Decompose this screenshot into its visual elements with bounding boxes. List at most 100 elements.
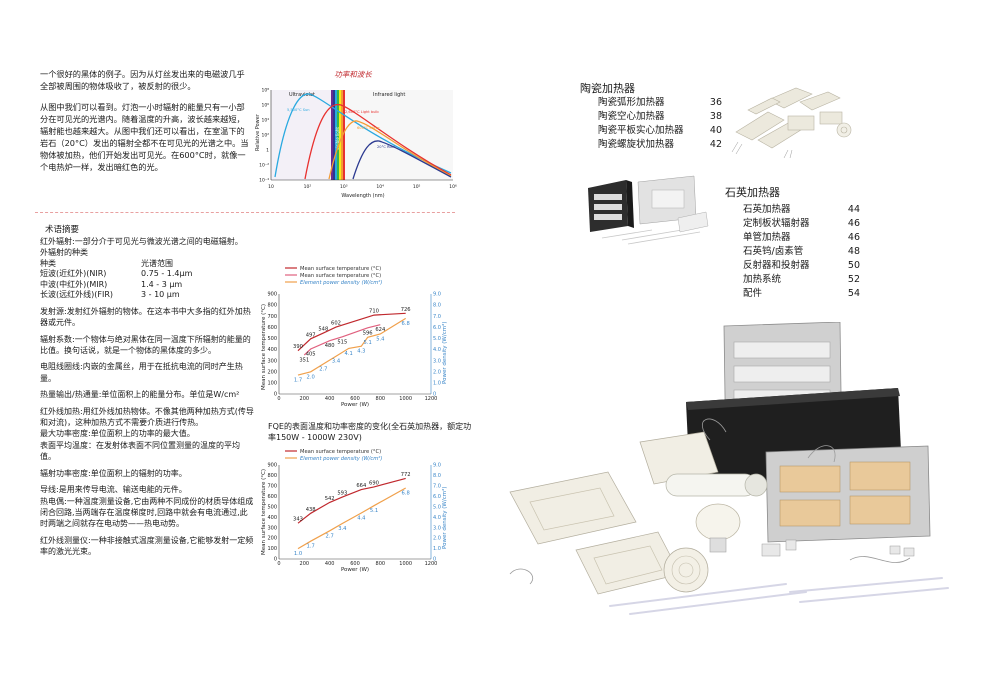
y2-tick-label: 9.0 xyxy=(433,292,441,298)
term-ir-thermometer: 红外线测量仪:一种非接触式温度测量设备,它能够发射一定频率的激光光束。 xyxy=(40,535,254,557)
legend-label: Mean surface temperature (°C) xyxy=(300,266,381,272)
y2-tick-label: 1.0 xyxy=(433,380,441,386)
spectrum-uv-band xyxy=(271,90,331,180)
y-tick-label: 0 xyxy=(274,392,277,398)
legend-label: Element power density (W/cm²) xyxy=(300,280,382,286)
item-name: 配件 xyxy=(743,288,763,299)
quartz-title: 石英加热器 xyxy=(725,186,780,199)
data-label: 5.4 xyxy=(376,337,385,343)
item-page: 40 xyxy=(709,125,722,136)
term-resistance: 电阻线圈线:内嵌的金属丝，用于在抵抗电流的同时产生热量。 xyxy=(40,362,243,383)
spectrum-x-tick: 10 xyxy=(268,184,274,190)
list-item[interactable]: 石英加热器 44 xyxy=(743,203,860,217)
data-label: 3.4 xyxy=(338,526,347,532)
item-name: 陶瓷平板实心加热器 xyxy=(598,125,684,136)
data-label: 480 xyxy=(325,343,335,349)
table-row: 短波(近红外)(NIR) 0.75 - 1.4μm xyxy=(40,269,192,280)
term-radiant-density: 辐射功率密度:单位面积上的辐射的功率。 xyxy=(40,468,187,478)
list-item[interactable]: 反射器和投射器 50 xyxy=(743,259,860,273)
data-label: 4.4 xyxy=(357,516,366,522)
item-page: 44 xyxy=(847,204,860,215)
y2-tick-label: 6.0 xyxy=(433,494,441,500)
item-name: 陶瓷空心加热器 xyxy=(598,111,665,122)
y-tick-label: 800 xyxy=(267,473,277,479)
item-page: 50 xyxy=(847,260,860,271)
data-label: 772 xyxy=(401,472,411,478)
y2-tick-label: 8.0 xyxy=(433,303,441,309)
x-tick-label: 0 xyxy=(277,396,280,402)
region-uv-label: Ultraviolet xyxy=(289,92,315,98)
spectrum-y-tick: 10⁻⁴ xyxy=(259,178,269,184)
list-item[interactable]: 陶瓷平板实心加热器 40 xyxy=(598,124,722,138)
data-label: 690 xyxy=(369,480,379,486)
item-page: 52 xyxy=(847,274,860,285)
y2-tick-label: 2.0 xyxy=(433,536,441,542)
spectrum-y-tick: 1 xyxy=(266,148,269,154)
table-row: 长波(远红外线)(FIR) 3 - 10 μm xyxy=(40,290,192,301)
y-tick-label: 900 xyxy=(267,292,277,298)
data-label: 3.4 xyxy=(332,359,341,365)
data-label: 2.7 xyxy=(319,367,327,373)
series-line xyxy=(297,487,406,550)
intro-paragraph-1: 一个很好的黑体的例子。因为从灯丝发出来的电磁波几乎全部被周围的物体吸收了，被反射… xyxy=(40,69,245,91)
types-title: 外辐射的种类 xyxy=(40,248,88,258)
data-label: 390 xyxy=(293,344,303,350)
spectrum-ylabel: Relative Power xyxy=(255,113,261,151)
series-line xyxy=(297,477,406,524)
table-row: 中波(中红外)(MIR) 1.4 - 3 μm xyxy=(40,280,192,291)
stove-label: 600°C Stove xyxy=(357,126,380,130)
data-label: 664 xyxy=(356,483,367,489)
x-tick-label: 400 xyxy=(325,396,335,402)
legend-label: Mean surface temperature (°C) xyxy=(300,273,381,279)
spectrum-xlabel: Wavelength (nm) xyxy=(341,193,384,199)
y-tick-label: 600 xyxy=(267,494,277,500)
y-axis-label: Mean surface temperature (°C) xyxy=(261,304,267,390)
data-label: 542 xyxy=(325,496,335,502)
item-name: 单管加热器 xyxy=(743,232,791,243)
x-axis-label: Power (W) xyxy=(341,402,369,408)
y2-tick-label: 4.0 xyxy=(433,347,441,353)
rock-curve xyxy=(352,140,452,180)
y-tick-label: 0 xyxy=(274,557,277,563)
y2-tick-label: 5.0 xyxy=(433,336,441,342)
spectrum-title: 功率和波长 xyxy=(334,70,372,79)
list-item[interactable]: 配件 54 xyxy=(743,287,860,301)
spectrum-x-tick: 10⁴ xyxy=(376,184,384,190)
y2-tick-label: 7.0 xyxy=(433,314,441,320)
series-line xyxy=(303,324,381,356)
data-label: 710 xyxy=(369,309,379,315)
term-lead-wire: 导线:是用来传导电流、输送电能的元件。 xyxy=(40,485,187,495)
heater-assortment-photo xyxy=(490,322,952,622)
item-page: 54 xyxy=(847,288,860,299)
y2-tick-label: 0 xyxy=(433,557,436,563)
table-cell: 长波(远红外线)(FIR) xyxy=(40,290,114,300)
series-line xyxy=(297,317,407,376)
data-label: 343 xyxy=(293,517,303,523)
data-label: 726 xyxy=(401,307,411,313)
intro-paragraph-2: 从图中我们可以看到。灯泡一小时辐射的能量只有一小部分在可见光的光谱内。随着温度的… xyxy=(40,102,249,172)
term-ir-heating: 红外线加热:用红外线加热物体。不像其他两种加热方式(传导和对流)，这种加热方式不… xyxy=(40,406,254,428)
y-tick-label: 500 xyxy=(267,336,277,342)
item-name: 石英加热器 xyxy=(743,204,791,215)
sun-label: 5,500°C Sun xyxy=(287,108,310,112)
table-cell: 中波(中红外)(MIR) xyxy=(40,279,108,289)
y-tick-label: 800 xyxy=(267,303,277,309)
spectrum-y-tick: 10⁶ xyxy=(261,103,269,109)
rock-label: 20°C Rock xyxy=(377,145,397,149)
sun-curve xyxy=(274,93,452,178)
intro-text: 一个很好的黑体的例子。因为从灯丝发出来的电磁波几乎全部被周围的物体吸收了，被反射… xyxy=(40,68,250,173)
y-tick-label: 400 xyxy=(267,347,277,353)
item-name: 反射器和投射器 xyxy=(743,260,810,271)
data-label: 2.0 xyxy=(307,374,315,380)
term-emitter: 发射源:发射红外辐射的物体。在这本书中大多指的红外加热器或元件。 xyxy=(40,306,251,328)
